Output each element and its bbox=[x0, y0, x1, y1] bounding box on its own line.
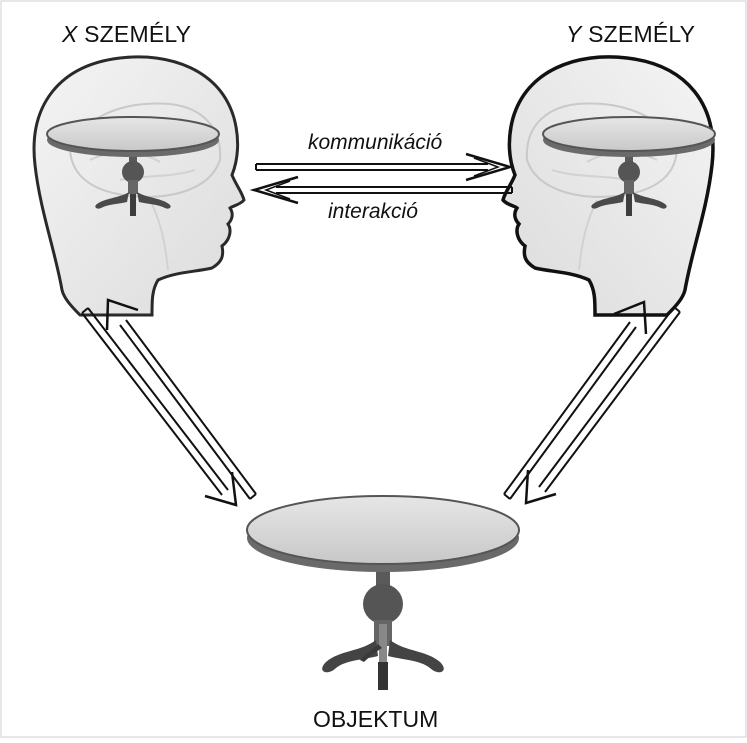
arrow-communication bbox=[255, 152, 515, 182]
table-in-head-x bbox=[46, 116, 220, 216]
person-y-var: Y bbox=[566, 21, 582, 47]
person-x-word: SZEMÉLY bbox=[84, 21, 192, 47]
person-y-word: SZEMÉLY bbox=[588, 21, 696, 47]
object-label: OBJEKTUM bbox=[313, 706, 439, 732]
communication-label: kommunikáció bbox=[308, 131, 443, 154]
arrow-y-to-object bbox=[524, 306, 681, 505]
person-x-label: X SZEMÉLY bbox=[62, 21, 191, 48]
head-x bbox=[32, 55, 246, 317]
person-x-var: X bbox=[62, 21, 78, 47]
interaction-label: interakció bbox=[328, 200, 418, 223]
head-y bbox=[501, 55, 716, 317]
arrow-object-to-x bbox=[105, 298, 257, 500]
arrow-x-to-object bbox=[81, 307, 238, 507]
object-table bbox=[246, 495, 520, 690]
table-in-head-y bbox=[542, 116, 716, 216]
brain-y-outline bbox=[525, 102, 679, 198]
arrow-interaction bbox=[249, 175, 513, 205]
arrow-object-to-y bbox=[503, 300, 648, 500]
brain-x-outline bbox=[68, 102, 222, 198]
person-y-label: Y SZEMÉLY bbox=[566, 21, 695, 48]
